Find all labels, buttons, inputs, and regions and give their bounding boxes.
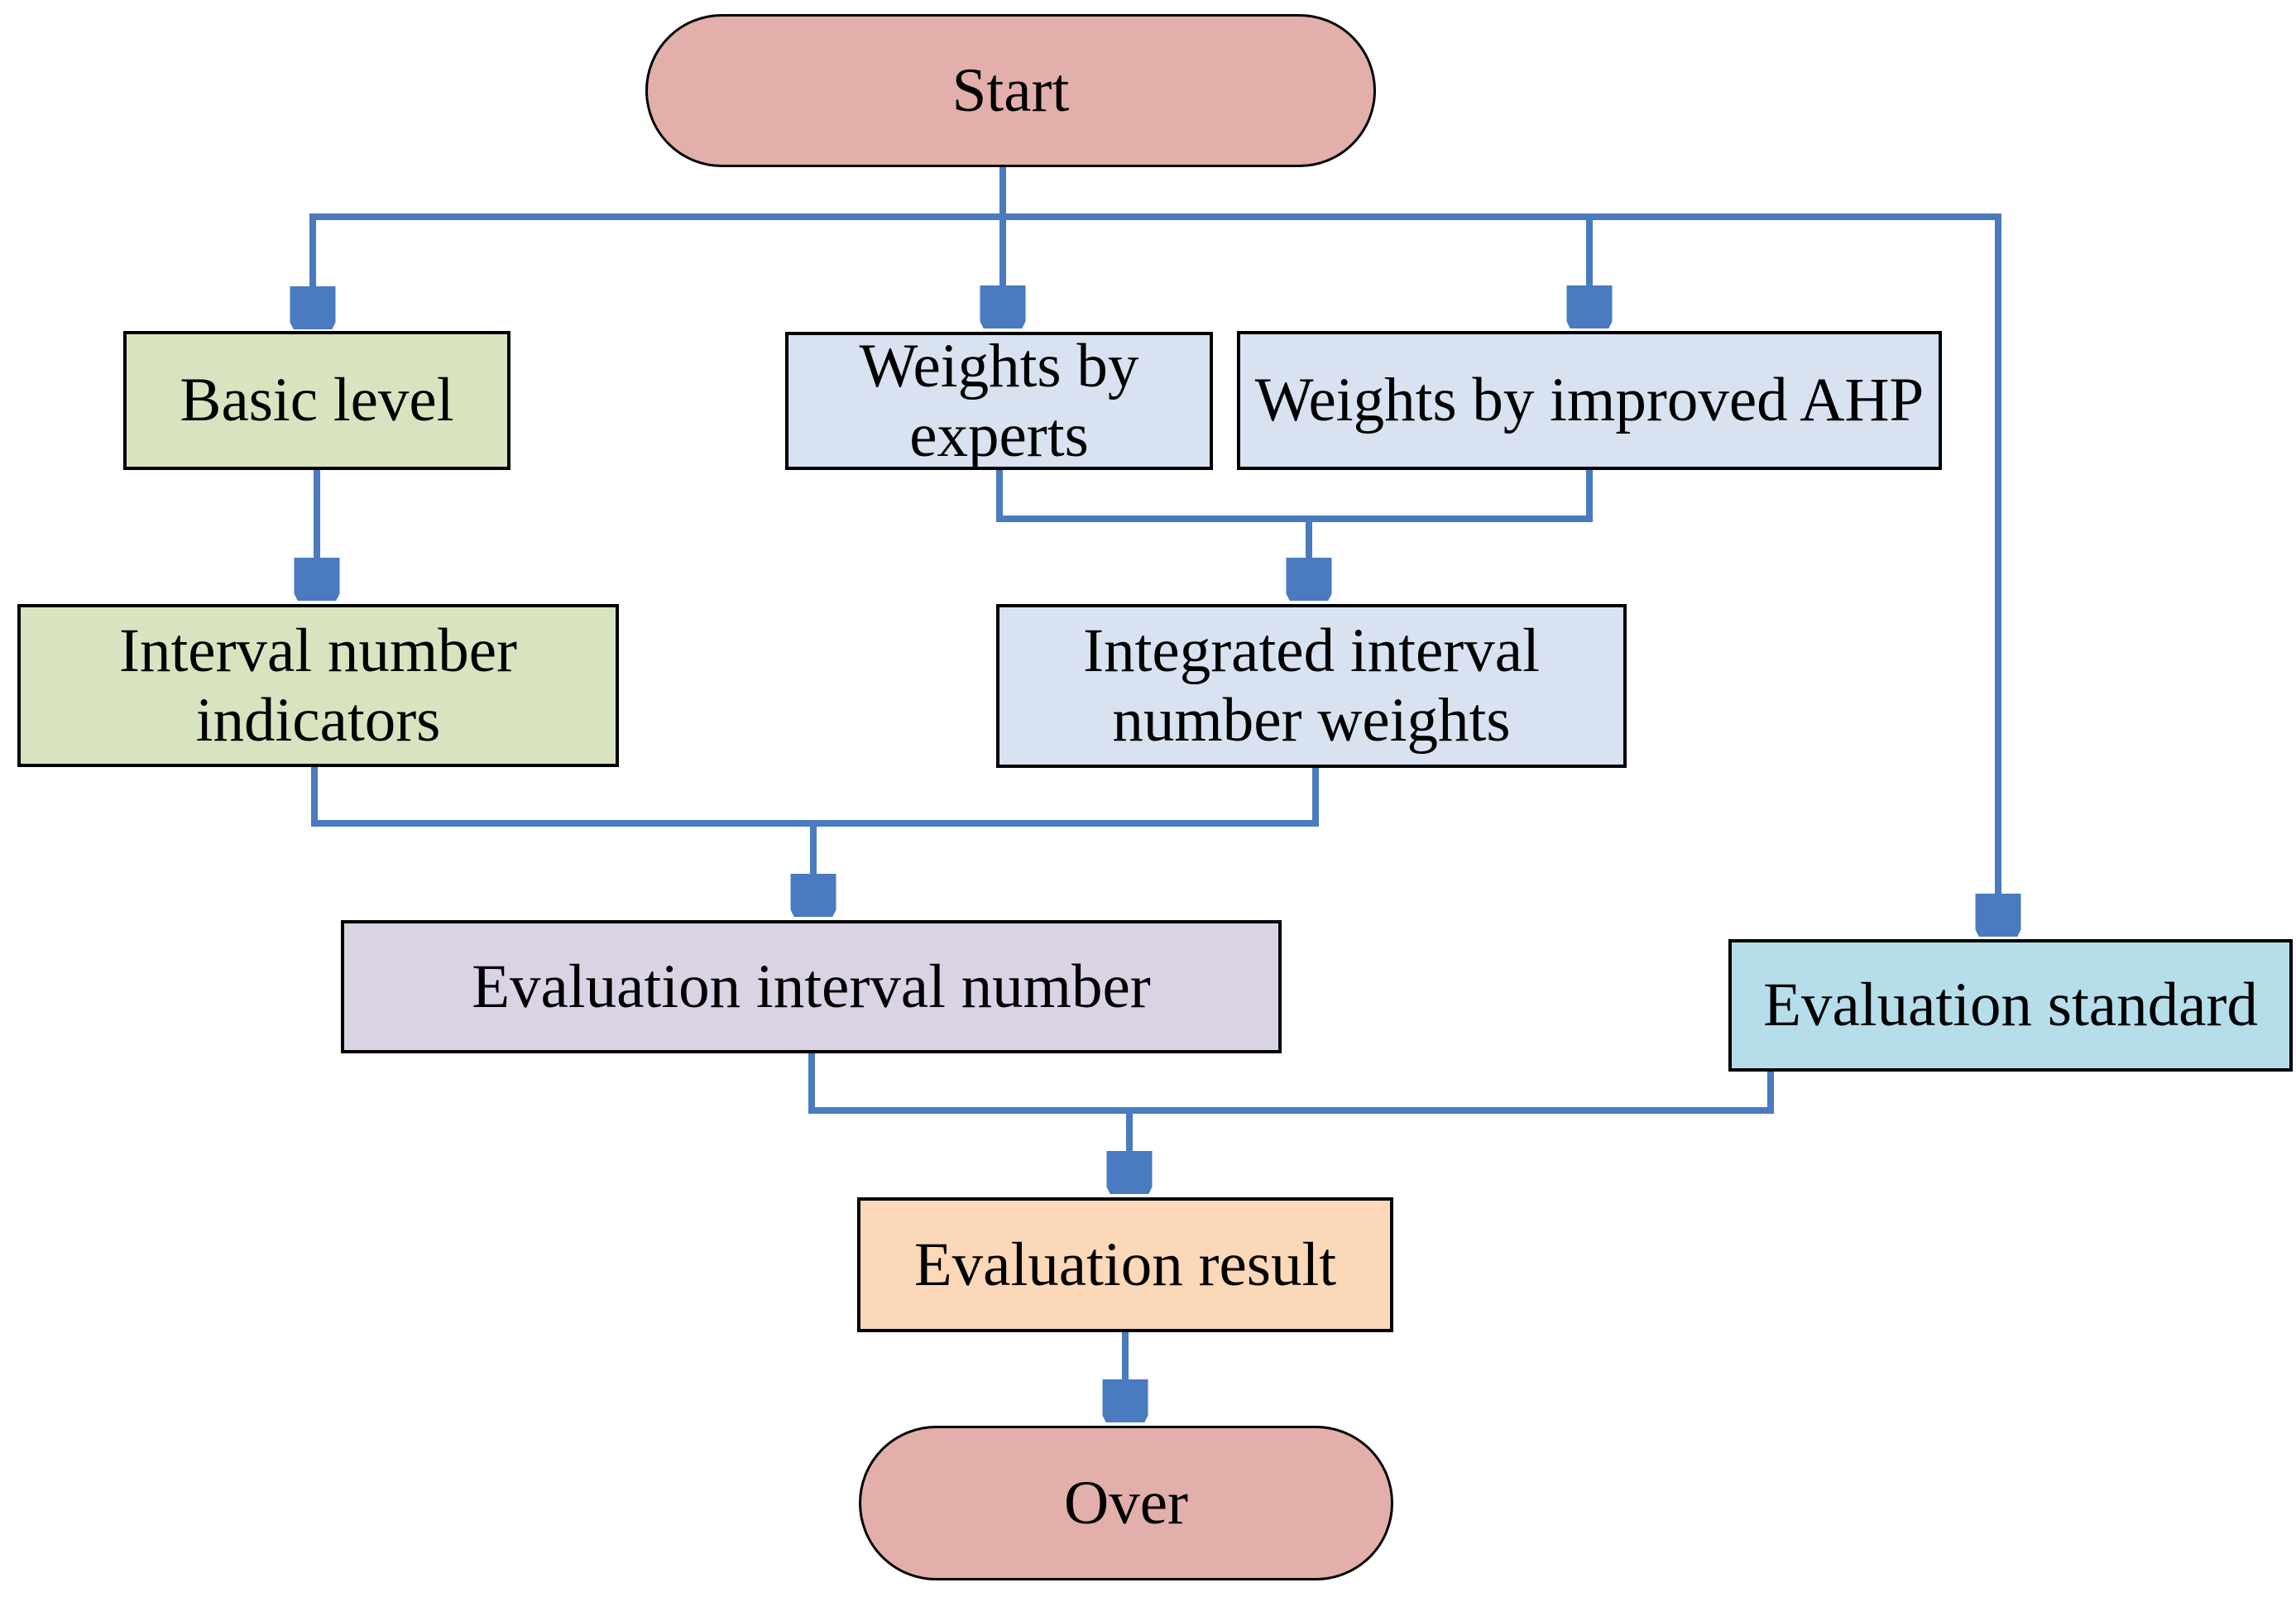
node-basic-level: Basic level (123, 331, 510, 470)
node-evaluation-standard-label: Evaluation standard (1763, 971, 2258, 1039)
node-over: Over (859, 1426, 1393, 1580)
node-weights-by-improved-ahp-label: Weights by improved AHP (1254, 366, 1925, 434)
node-evaluation-interval-number-label: Evaluation interval number (472, 952, 1151, 1021)
node-start: Start (645, 14, 1376, 167)
node-integrated-interval-number-weights-label: Integrated interval number weights (1083, 616, 1540, 755)
node-start-label: Start (951, 55, 1070, 125)
edge-weights-merge-bus (996, 470, 1593, 522)
node-interval-number-indicators: Interval number indicators (17, 604, 619, 767)
edge-result-merge-bus (808, 1053, 1774, 1114)
node-evaluation-standard: Evaluation standard (1728, 939, 2293, 1072)
node-basic-level-label: Basic level (180, 366, 454, 434)
node-evaluation-result-label: Evaluation result (913, 1230, 1337, 1299)
node-weights-by-experts-label: Weights by experts (859, 331, 1139, 470)
node-evaluation-result: Evaluation result (857, 1197, 1393, 1332)
node-evaluation-interval-number: Evaluation interval number (341, 920, 1282, 1053)
node-weights-by-experts: Weights by experts (785, 332, 1213, 470)
node-integrated-interval-number-weights: Integrated interval number weights (996, 604, 1627, 768)
edge-interval-merge-bus (311, 767, 1319, 827)
node-over-label: Over (1064, 1468, 1188, 1537)
node-interval-number-indicators-label: Interval number indicators (118, 616, 518, 755)
node-weights-by-improved-ahp: Weights by improved AHP (1237, 331, 1942, 470)
